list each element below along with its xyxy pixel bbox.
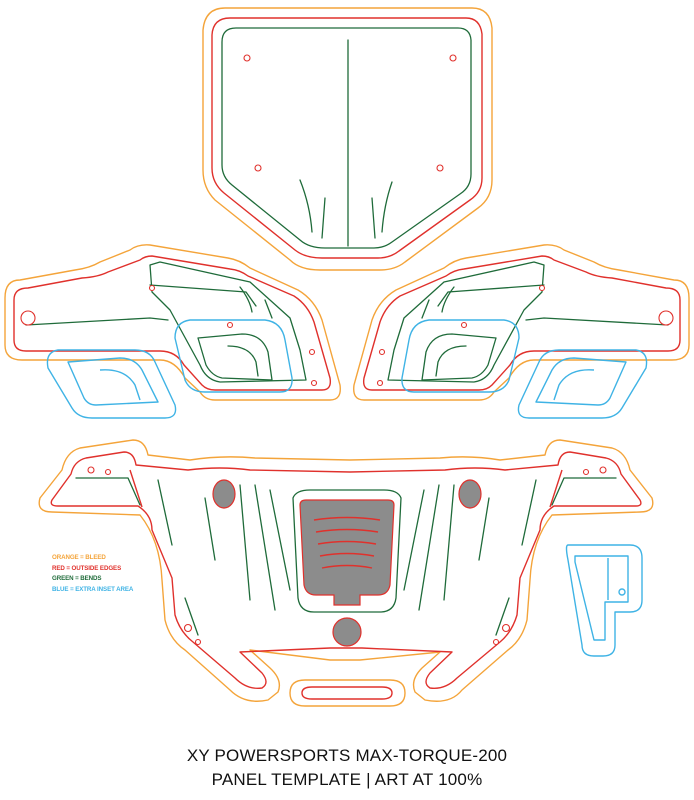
- left-panel-bend: [149, 284, 257, 307]
- right-vent-inset-inner: [535, 357, 627, 406]
- right-side-panel: [353, 244, 690, 401]
- right-panel-bleed-outline: [353, 244, 690, 401]
- right-panel-bend: [441, 286, 455, 313]
- right-vent-inset-line: [553, 369, 595, 401]
- top-panel-bend-right-2: [371, 197, 376, 239]
- left-vent-inset: [46, 349, 177, 419]
- left-side-panel: [4, 244, 341, 401]
- front-panel-wing-bend: [75, 477, 141, 506]
- left-panel-vent-inner: [227, 345, 259, 377]
- legend-bends: GREEN = BENDS: [52, 575, 102, 582]
- top-panel-bend-left-2: [321, 197, 326, 239]
- front-panel-bend: [184, 597, 199, 636]
- right-panel-vent-inner: [435, 345, 467, 377]
- top-panel-bend-left: [299, 179, 313, 233]
- left-panel-bend: [25, 317, 169, 326]
- left-panel-edge-outline: [13, 255, 332, 391]
- mount-hole: [449, 54, 457, 62]
- right-panel-bend: [525, 317, 669, 326]
- small-bracket-inset: [565, 544, 643, 657]
- mount-hole: [658, 310, 674, 326]
- mount-hole: [20, 310, 36, 326]
- mount-hole: [376, 379, 384, 387]
- legend-bleed: ORANGE = BLEED: [52, 554, 106, 561]
- mount-hole: [183, 623, 193, 633]
- mount-hole: [104, 468, 112, 476]
- top-panel-bend-outline: [221, 27, 472, 249]
- mount-hole: [378, 348, 386, 356]
- mount-hole: [501, 623, 511, 633]
- mount-hole: [310, 379, 318, 387]
- top-panel-bend-right: [381, 181, 393, 233]
- front-panel-bend: [495, 597, 510, 636]
- left-vent-inset-inner: [67, 357, 159, 406]
- mount-hole: [599, 466, 607, 474]
- mount-hole: [538, 284, 546, 292]
- front-panel-light-cutout-left: [212, 479, 236, 509]
- left-panel-bleed-outline: [4, 244, 341, 401]
- mount-hole: [148, 284, 156, 292]
- right-panel-bend-outline: [387, 261, 545, 383]
- front-panel-bend: [443, 484, 455, 601]
- left-panel-bend-outline: [149, 261, 307, 383]
- left-vent-inset-line: [99, 369, 141, 401]
- mount-hole: [243, 54, 251, 62]
- mount-hole: [582, 468, 590, 476]
- right-vent-inset-outline: [517, 349, 648, 419]
- front-panel-bend: [204, 497, 216, 561]
- front-panel-bend: [269, 489, 291, 591]
- front-panel-bend: [521, 479, 537, 546]
- front-panel-center-cutout: [299, 499, 395, 606]
- front-panel-center-bend: [292, 489, 402, 613]
- right-panel-vent-bend: [421, 333, 497, 381]
- front-panel-bend: [403, 489, 425, 591]
- front-panel-bend: [239, 484, 251, 601]
- right-panel-bend: [421, 299, 430, 319]
- mount-hole: [87, 466, 95, 474]
- left-vent-inset-outline: [46, 349, 177, 419]
- mount-hole: [308, 348, 316, 356]
- mount-hole: [492, 638, 500, 646]
- right-panel-inset-area: [401, 319, 520, 393]
- mount-hole: [226, 321, 234, 329]
- mount-hole: [436, 164, 444, 172]
- left-panel-inset-area: [174, 319, 293, 393]
- right-panel-bend: [437, 284, 545, 307]
- front-panel-wing-bend: [551, 477, 617, 506]
- small-bracket-outline: [565, 544, 643, 657]
- small-bracket-hole: [618, 588, 626, 596]
- front-panel-wing-edge: [129, 469, 143, 508]
- front-panel-bend: [157, 479, 173, 546]
- front-panel-bend: [254, 484, 276, 611]
- small-bracket-inner: [574, 555, 629, 641]
- front-panel-light-cutout-right: [458, 479, 482, 509]
- left-panel-bend: [239, 286, 253, 313]
- top-panel-edge-outline: [211, 17, 483, 259]
- front-panel-bleed-outline: [38, 439, 654, 702]
- mount-hole: [254, 164, 262, 172]
- front-panel-wing-edge: [549, 469, 563, 508]
- template-title: XY POWERSPORTS MAX-TORQUE-200: [186, 746, 508, 765]
- right-panel-edge-outline: [362, 255, 681, 391]
- front-panel: [38, 439, 654, 707]
- legend-outside-edges: RED = OUTSIDE EDGES: [52, 564, 122, 572]
- color-legend: ORANGE = BLEED RED = OUTSIDE EDGES GREEN…: [52, 553, 133, 595]
- top-panel: [202, 7, 493, 271]
- legend-inset: BLUE = EXTRA INSET AREA: [52, 585, 134, 593]
- front-panel-circle-cutout: [332, 617, 362, 647]
- front-panel-bend: [418, 484, 440, 611]
- left-panel-vent-bend: [197, 333, 273, 381]
- mount-hole: [460, 321, 468, 329]
- mount-hole: [194, 638, 202, 646]
- front-panel-bend: [478, 497, 490, 561]
- top-panel-bleed-outline: [202, 7, 493, 271]
- front-panel-vent-slots: [313, 516, 381, 569]
- template-subtitle: PANEL TEMPLATE | ART AT 100%: [211, 770, 483, 789]
- front-panel-edge-outline: [50, 451, 642, 689]
- left-panel-bend: [264, 299, 273, 319]
- right-vent-inset: [517, 349, 648, 419]
- front-panel-lower-tab-edge: [301, 686, 393, 700]
- panel-template-drawing: [4, 7, 690, 707]
- front-panel-lower-tab-bleed: [289, 679, 406, 707]
